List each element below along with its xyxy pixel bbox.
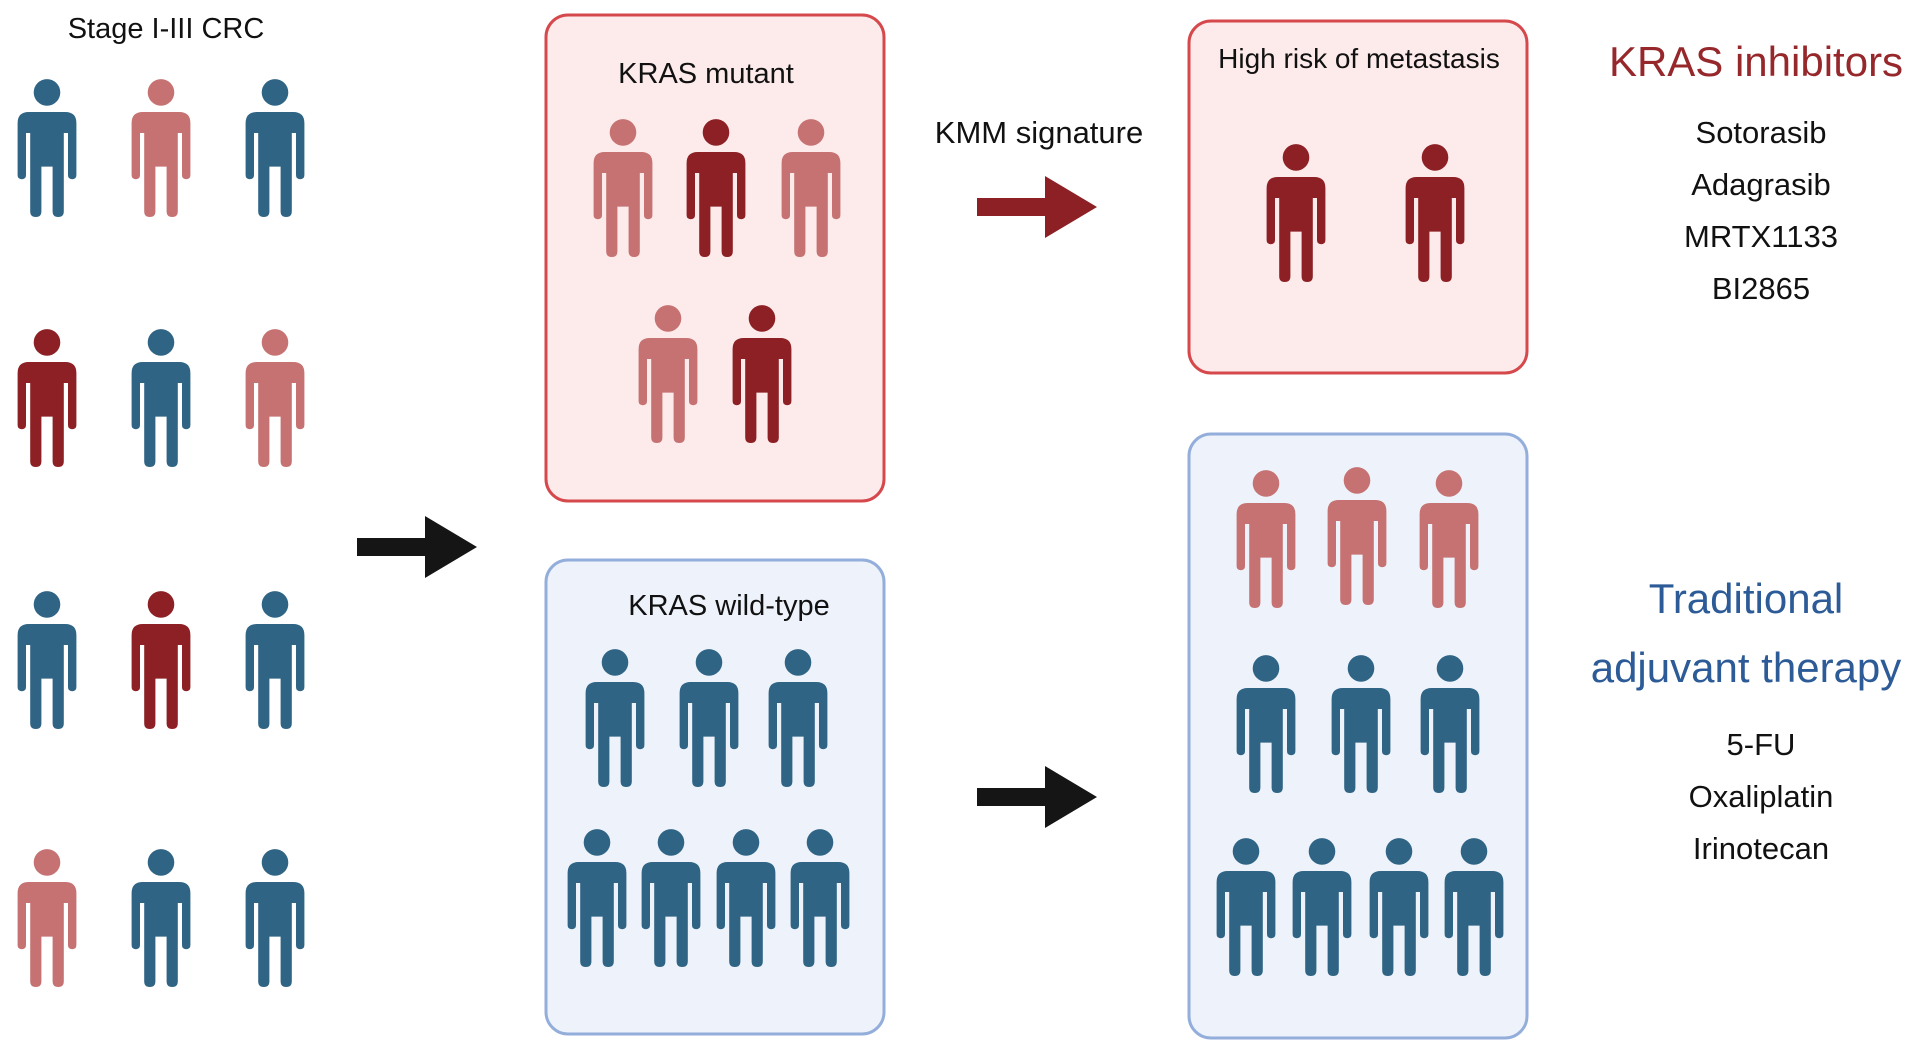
high-risk-label: High risk of metastasis — [1218, 43, 1500, 74]
kras-inhibitors-title: KRAS inhibitors — [1609, 38, 1903, 85]
drug-name: Irinotecan — [1693, 831, 1829, 866]
drug-name: MRTX1133 — [1684, 219, 1838, 254]
traditional-therapy-title-line2: adjuvant therapy — [1591, 644, 1902, 691]
person-icon — [17, 591, 77, 729]
kras-wildtype-label: KRAS wild-type — [628, 590, 829, 622]
person-icon — [131, 329, 191, 467]
cohort-label: Stage I-III CRC — [68, 13, 265, 45]
person-icon — [245, 849, 305, 987]
kras-wildtype-box — [544, 558, 886, 1036]
kmm-signature-arrow — [977, 176, 1097, 238]
person-icon — [131, 849, 191, 987]
kras-mutant-label: KRAS mutant — [618, 58, 794, 90]
person-icon — [131, 591, 191, 729]
drug-name: Adagrasib — [1691, 167, 1831, 202]
person-icon — [17, 329, 77, 467]
high-risk-box — [1187, 19, 1529, 375]
person-icon — [17, 849, 77, 987]
split-arrow — [357, 516, 477, 578]
person-icon — [131, 79, 191, 217]
drug-name: Oxaliplatin — [1689, 779, 1834, 814]
person-icon — [245, 329, 305, 467]
drug-name: Sotorasib — [1696, 115, 1827, 150]
wildtype-arrow — [977, 766, 1097, 828]
drug-name: 5-FU — [1727, 727, 1796, 762]
cohort-people — [17, 79, 305, 987]
person-icon — [17, 79, 77, 217]
kmm-signature-label: KMM signature — [935, 115, 1143, 150]
person-icon — [245, 79, 305, 217]
drug-name: BI2865 — [1712, 271, 1810, 306]
traditional-therapy-title-line1: Traditional — [1649, 575, 1844, 622]
person-icon — [245, 591, 305, 729]
